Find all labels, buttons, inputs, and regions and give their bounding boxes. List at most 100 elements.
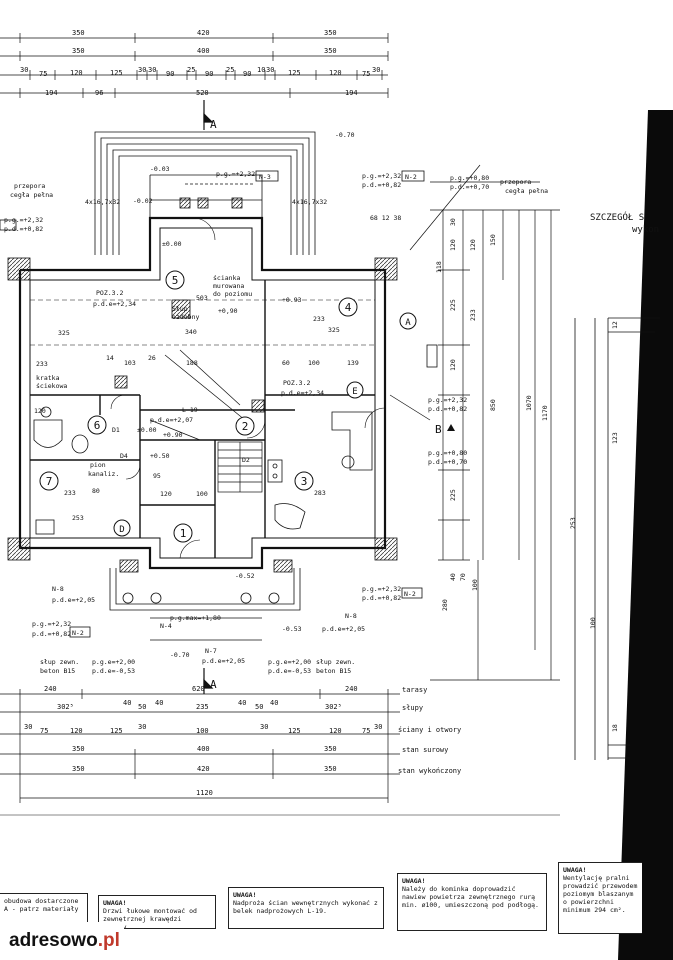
dim-label-tarasy: tarasy bbox=[402, 686, 427, 694]
section-b-label: B bbox=[435, 423, 442, 436]
label-scianka2: murowana bbox=[213, 282, 244, 290]
dim-bot-r2-4: 235 bbox=[196, 703, 209, 711]
label-pde205-mid: p.d.e=+2,05 bbox=[202, 657, 245, 665]
dim-bot-r5-2: 350 bbox=[324, 765, 337, 773]
dim-top-r1-0: 350 bbox=[72, 29, 85, 37]
note-kominek-text: Należy do kominka doprowadzić nawiew pow… bbox=[402, 885, 539, 909]
stairs bbox=[217, 441, 263, 493]
label-pion2: kanaliz. bbox=[88, 470, 119, 478]
dim-top-r3-6: 90 bbox=[166, 70, 174, 78]
label-cegla-tl: cegła pełna bbox=[10, 191, 53, 199]
label-pde053-l: p.d.e=-0,53 bbox=[92, 667, 135, 675]
dim-top-r3-7: 25 bbox=[187, 66, 195, 74]
dim-right-118: 118 bbox=[435, 261, 443, 273]
dim-bot-r2-8: 302⁵ bbox=[325, 703, 342, 711]
dim-bot-total: 1120 bbox=[196, 789, 213, 797]
label-pd082-r: p.d.=+0,82 bbox=[428, 405, 467, 413]
label-cegla-tr: cegła pełna bbox=[505, 187, 548, 195]
column-interior bbox=[251, 399, 265, 413]
dim-label-sciany: ściany i otwory bbox=[398, 726, 461, 734]
label-scianka4: +0,90 bbox=[218, 307, 238, 315]
right-dimension-lines bbox=[430, 209, 560, 681]
label-pd082-br: p.d.=+0,82 bbox=[362, 594, 401, 602]
label-100-mid: 100 bbox=[308, 359, 320, 367]
detail-title-2: wykon bbox=[632, 225, 659, 235]
label-m003: -0.03 bbox=[150, 165, 170, 173]
note-wentylacja: UWAGA! Wentylację pralni prowadzić przew… bbox=[558, 862, 642, 934]
dim-top-r1-2: 350 bbox=[324, 29, 337, 37]
dim-top-r4-2: 520 bbox=[196, 89, 209, 97]
dim-bot-r1-0: 240 bbox=[44, 685, 57, 693]
dim-right-120b: 120 bbox=[469, 239, 477, 251]
dim-top-r2-1: 400 bbox=[197, 47, 210, 55]
label-m070-top: -0.70 bbox=[335, 131, 355, 139]
label-pde205-left: p.d.e=+2,05 bbox=[52, 596, 95, 604]
top-left-callouts: przepora cegła pełna p.g.=+2,32 p.d.=+0,… bbox=[4, 182, 53, 233]
detail-texts: SZCZEGÓŁ S wykon 12 123 253 100 18 bbox=[569, 211, 659, 732]
interior-annotations: POZ.3.2 p.d.e=+2,34 POZ.3.2 p.d.e=+2,34 … bbox=[34, 274, 359, 522]
label-139: 139 bbox=[347, 359, 359, 367]
adresowo-logo[interactable]: adresowo.pl bbox=[0, 922, 124, 960]
label-233-bath: 233 bbox=[64, 489, 76, 497]
tag-n3-box bbox=[255, 170, 279, 182]
dim-right-150: 150 bbox=[489, 234, 497, 246]
label-p180: p.g.max=+1,80 bbox=[170, 614, 221, 622]
label-26: 26 bbox=[148, 354, 156, 362]
dim-top-r3-9: 25 bbox=[226, 66, 234, 74]
room-1: 1 bbox=[180, 527, 187, 540]
right-dimension-texts: 30 120 120 118 225 150 120 233 225 850 1… bbox=[435, 218, 549, 611]
section-a-top-label: A bbox=[210, 118, 217, 131]
label-95: 95 bbox=[153, 472, 161, 480]
label-283: 283 bbox=[314, 489, 326, 497]
door-swings bbox=[110, 217, 386, 559]
label-stairs-left: 4x16,7x32 bbox=[85, 198, 120, 206]
dim-top-r2-2: 350 bbox=[324, 47, 337, 55]
detail-title-1: SZCZEGÓŁ S bbox=[590, 211, 644, 223]
dim-right-70: 70 bbox=[459, 573, 467, 581]
tag-n8-left: N-8 bbox=[52, 585, 64, 593]
dim-top-r3-3: 125 bbox=[110, 69, 123, 77]
label-pd070-tr: p.d.=+0,70 bbox=[450, 183, 489, 191]
dim-bot-r3-1: 75 bbox=[40, 727, 48, 735]
dim-right-100: 100 bbox=[471, 579, 479, 591]
label-80: 80 bbox=[92, 487, 100, 495]
note-drzwi-title: UWAGA! bbox=[103, 899, 127, 907]
detail-drawing bbox=[574, 317, 660, 760]
label-scianka3: do poziomu bbox=[213, 290, 252, 298]
dim-bot-r3-0: 30 bbox=[24, 723, 32, 731]
right-callouts: p.g.=+2,32 p.d.=+0,82 p.g.=+0,80 p.d.=+0… bbox=[428, 396, 467, 466]
label-d2: D2 bbox=[242, 456, 250, 464]
label-340: 340 bbox=[185, 328, 197, 336]
label-100-stair: 100 bbox=[196, 490, 208, 498]
label-p050: +0.50 bbox=[150, 452, 170, 460]
dim-right-120c: 120 bbox=[449, 359, 457, 371]
label-233-right: 233 bbox=[313, 315, 325, 323]
label-beton-l: beton B15 bbox=[40, 667, 75, 675]
top-dimension-texts: 350 420 350 350 400 350 30 75 120 125 30… bbox=[20, 29, 380, 97]
dim-bot-r1-2: 240 bbox=[345, 685, 358, 693]
bottom-dimension-lines bbox=[0, 689, 400, 803]
dim-bot-r3-5: 100 bbox=[196, 727, 209, 735]
note-wentylacja-text: Wentylację pralni prowadzić przewodem po… bbox=[563, 874, 638, 914]
dim-top-r3-12: 30 bbox=[266, 66, 274, 74]
label-233-left: 233 bbox=[36, 360, 48, 368]
label-scianka1: ścianka bbox=[213, 274, 240, 282]
label-p093: +0.93 bbox=[282, 296, 302, 304]
label-503: 503 bbox=[196, 294, 208, 302]
note-kominek-title: UWAGA! bbox=[402, 877, 426, 885]
dim-right-850: 850 bbox=[489, 399, 497, 411]
logo-main-text: adresowo bbox=[9, 930, 98, 951]
label-m053: -0.53 bbox=[282, 625, 302, 633]
corner-blocks bbox=[7, 257, 398, 573]
dim-bot-r5-1: 420 bbox=[197, 765, 210, 773]
room-A: A bbox=[405, 318, 411, 328]
dim-right-120a: 120 bbox=[449, 239, 457, 251]
label-poz-left: POZ.3.2 bbox=[96, 289, 123, 297]
label-60: 60 bbox=[282, 359, 290, 367]
label-slup-zewn-l: słup zewn. bbox=[40, 658, 79, 666]
dim-bot-r3-3: 125 bbox=[110, 727, 123, 735]
label-pion1: pion bbox=[90, 461, 106, 469]
note-obudowa-text: obudowa dostarczone A - patrz materiały bbox=[4, 897, 79, 913]
room-6: 6 bbox=[94, 419, 101, 432]
